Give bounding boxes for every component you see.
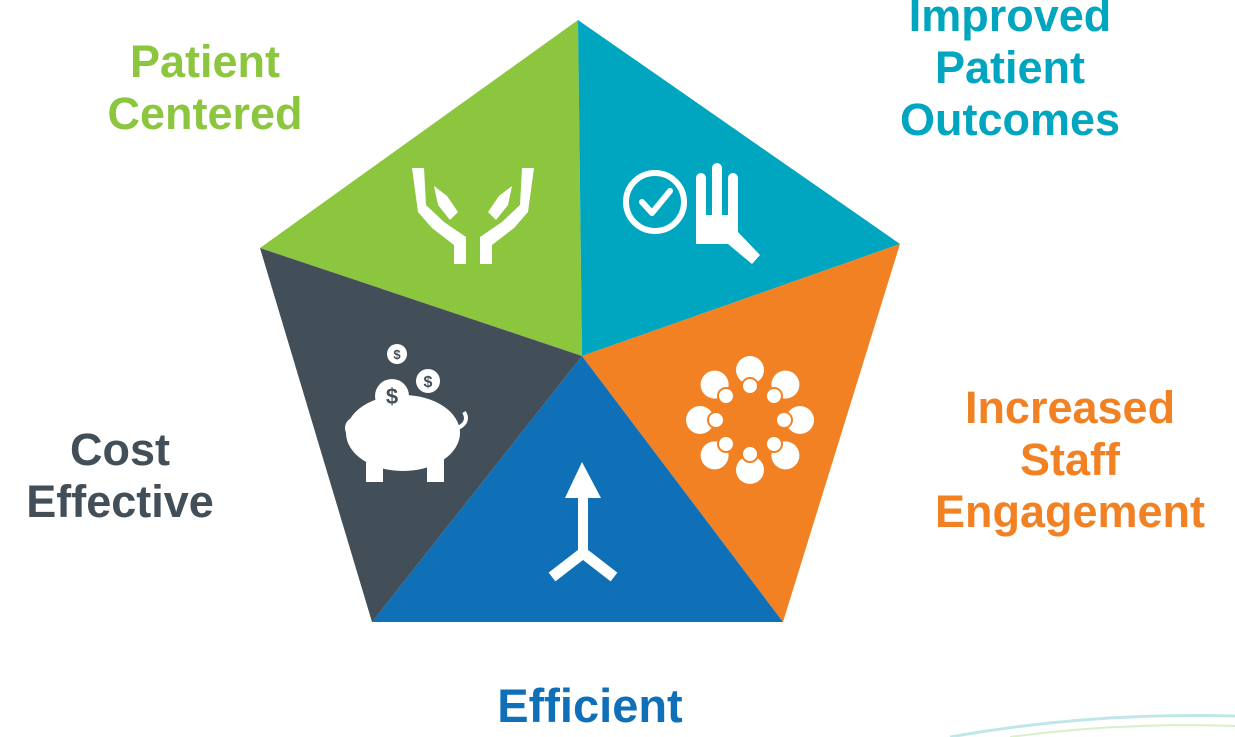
team-member-head xyxy=(765,387,783,405)
label-improved-outcomes: Improved Patient Outcomes xyxy=(870,0,1150,146)
label-patient-centered: Patient Centered xyxy=(80,36,330,140)
team-member-body xyxy=(736,456,764,484)
svg-text:$: $ xyxy=(393,347,401,362)
label-line: Centered xyxy=(107,88,303,139)
merge-arrow-icon xyxy=(548,462,618,582)
label-staff-engagement: Increased Staff Engagement xyxy=(900,382,1235,538)
team-circle-icon xyxy=(686,356,814,484)
label-line: Patient xyxy=(934,42,1086,93)
decorative-swoosh xyxy=(949,713,1235,737)
label-line: Patient xyxy=(129,36,281,87)
team-member-head xyxy=(707,411,725,429)
team-member-body xyxy=(736,356,764,384)
team-member-head xyxy=(765,435,783,453)
team-member-head xyxy=(741,445,759,463)
svg-text:$: $ xyxy=(386,384,398,409)
piggy-bank-icon: $ $ $ xyxy=(345,344,468,482)
decorative-swoosh-inner xyxy=(1009,724,1235,737)
team-member-body xyxy=(786,406,814,434)
team-member-head xyxy=(775,411,793,429)
team-member-head xyxy=(741,377,759,395)
team-member-body xyxy=(686,406,714,434)
segment-staff-engagement xyxy=(582,244,900,622)
label-line: Outcomes xyxy=(899,94,1121,145)
label-line: Effective xyxy=(26,476,214,527)
team-member-head xyxy=(717,387,735,405)
label-efficient: Efficient xyxy=(440,680,740,732)
label-line: Improved xyxy=(908,0,1112,41)
label-line: Engagement xyxy=(934,486,1206,537)
clock-check-hand-icon xyxy=(623,163,760,264)
label-line: Efficient xyxy=(497,679,683,732)
segment-improved-outcomes xyxy=(578,20,900,356)
svg-text:$: $ xyxy=(424,374,433,391)
label-cost-effective: Cost Effective xyxy=(0,424,240,528)
open-hands-icon xyxy=(412,168,534,264)
label-line: Increased xyxy=(964,382,1176,433)
label-line: Staff xyxy=(1020,434,1120,485)
team-member-head xyxy=(717,435,735,453)
label-line: Cost xyxy=(70,424,170,475)
